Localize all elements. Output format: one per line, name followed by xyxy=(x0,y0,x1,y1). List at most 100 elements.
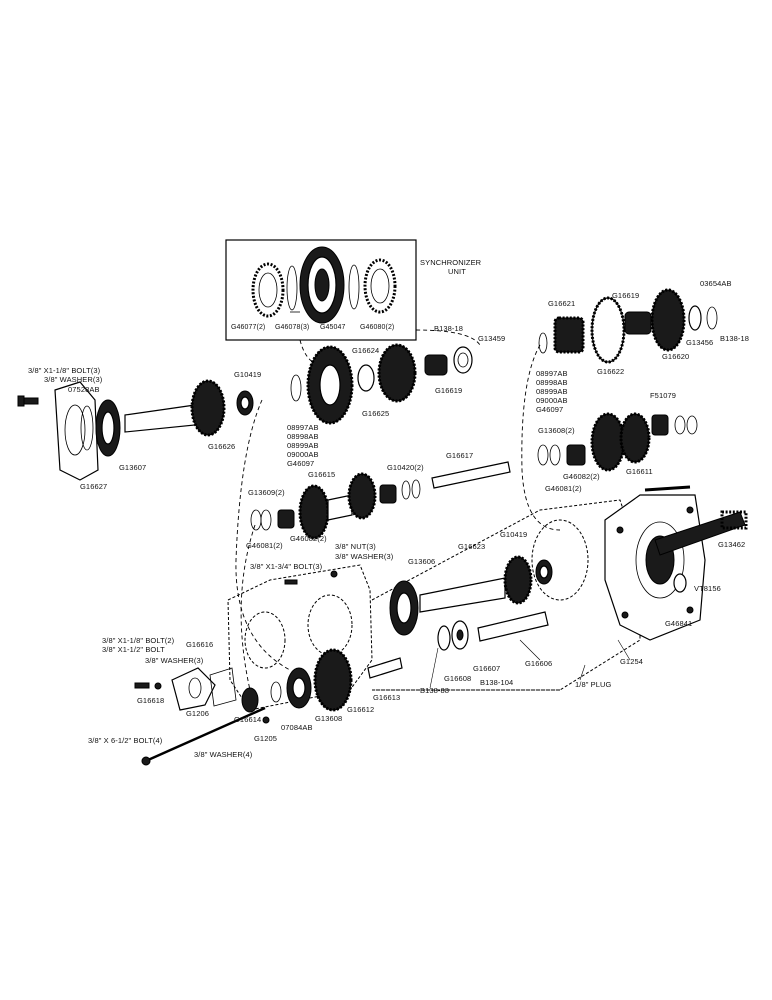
washer-g13608-right xyxy=(537,444,549,466)
snap-ring-shim1 xyxy=(290,374,302,402)
label-washer1: 3/8" WASHER(3) xyxy=(44,375,103,384)
mainshaft-upper-group xyxy=(290,343,473,425)
label-g16625: G16625 xyxy=(362,409,389,418)
label-washer4: 3/8" WASHER(4) xyxy=(194,750,253,759)
mainshaft-group xyxy=(389,555,553,651)
gear-g16621 xyxy=(554,317,584,353)
label-washer3: 3/8" WASHER(3) xyxy=(145,656,204,665)
washer-g13609 xyxy=(250,509,262,531)
label-g16615: G16615 xyxy=(308,470,335,479)
seal-vt8156 xyxy=(673,573,687,593)
label-g16617: G16617 xyxy=(446,451,473,460)
label-g13608b: G13608 xyxy=(315,714,342,723)
bearing-f51079 xyxy=(651,414,669,436)
label-shim1-4: G46097 xyxy=(287,459,314,468)
label-nut: 3/8" NUT(3) xyxy=(335,542,376,551)
rear-cover-group xyxy=(604,485,748,641)
label-g46841: G46841 xyxy=(665,619,692,628)
label-g16614: G16614 xyxy=(234,715,261,724)
mainshaft-g16623 xyxy=(419,577,506,613)
label-g46078: G46078(3) xyxy=(275,324,309,331)
label-shim1-0: 08997AB xyxy=(287,423,319,432)
bearing-g46082-right xyxy=(566,444,586,466)
label-g16613: G16613 xyxy=(373,693,400,702)
gasket-g16616 xyxy=(209,667,237,707)
label-shim1-2: 08999AB xyxy=(287,441,319,450)
label-g16623: G16623 xyxy=(458,542,485,551)
label-bolt4: 3/8" X1-1/2" BOLT xyxy=(102,645,165,654)
label-g46080: G46080(2) xyxy=(360,324,394,331)
label-g16618: G16618 xyxy=(137,696,164,705)
label-g16608: G16608 xyxy=(444,674,471,683)
label-shim2-3: 09000AB xyxy=(536,396,568,405)
label-bolt5: 3/8" X 6-1/2" BOLT(4) xyxy=(88,736,163,745)
shim-list-2: 08997AB 08998AB 08999AB 09000AB G46097 xyxy=(536,369,568,414)
label-shim1-3: 09000AB xyxy=(287,450,319,459)
transmission-case xyxy=(227,499,641,711)
label-b138-104: B138-104 xyxy=(480,678,513,687)
synchro-spring-left xyxy=(286,265,298,311)
label-g16624: G16624 xyxy=(352,346,379,355)
label-bolt3: 3/8" X1-1/8" BOLT(2) xyxy=(102,636,175,645)
label-g10419b: G10419 xyxy=(500,530,527,539)
long-bolt xyxy=(147,706,266,762)
plug-g1205 xyxy=(262,716,270,724)
nut-icon xyxy=(330,570,338,578)
label-b138-88: B138-88 xyxy=(420,686,449,695)
label-07084: 07084AB xyxy=(281,723,313,732)
label-g16619b: G16619 xyxy=(612,291,639,300)
shim-list-1: 08997AB 08998AB 08999AB 09000AB G46097 xyxy=(287,423,319,468)
snap-ring-03654 xyxy=(706,306,718,330)
label-g46077: G46077(2) xyxy=(231,324,265,331)
synchro-spring-right xyxy=(348,264,360,310)
label-g16627: G16627 xyxy=(80,482,107,491)
label-g13456: G13456 xyxy=(686,338,713,347)
label-g45047: G45047 xyxy=(320,324,346,331)
label-g13606: G13606 xyxy=(408,557,435,566)
label-03654: 03654AB xyxy=(700,279,732,288)
synchro-title-1: SYNCHRONIZER xyxy=(420,258,482,267)
label-g46082a: G46082(2) xyxy=(563,472,600,481)
label-washer2: 3/8" WASHER(3) xyxy=(335,552,394,561)
label-bolt2: 3/8" X1-3/4" BOLT(3) xyxy=(250,562,323,571)
label-g13608a: G13608(2) xyxy=(538,426,575,435)
label-g16606: G16606 xyxy=(525,659,552,668)
washer-g16625 xyxy=(357,364,375,392)
shaft-g16617 xyxy=(431,461,511,489)
label-bolt1: 3/8" X1-1/8" BOLT(3) xyxy=(28,366,101,375)
label-g16607: G16607 xyxy=(473,664,500,673)
label-g1205: G1205 xyxy=(254,734,277,743)
cap-g1206 xyxy=(171,667,216,711)
washer-07084 xyxy=(270,681,282,703)
label-plug: 1/8" PLUG xyxy=(575,680,612,689)
countershaft-g16606 xyxy=(477,611,549,642)
synchro-ring-left xyxy=(251,262,285,318)
synchronizer-inset: SYNCHRONIZER UNIT G46077(2) G46078(3) G4… xyxy=(225,239,482,341)
label-g16620: G16620 xyxy=(662,352,689,361)
input-shaft xyxy=(124,404,196,433)
label-b138-18a: B138-18 xyxy=(434,324,463,333)
label-g13462: G13462 xyxy=(718,540,745,549)
washer-g13456 xyxy=(688,305,702,331)
bearing-g10420 xyxy=(379,484,397,504)
label-g16619a: G16619 xyxy=(435,386,462,395)
label-g10420: G10420(2) xyxy=(387,463,424,472)
label-g10419a: G10419 xyxy=(234,370,261,379)
label-g16626: G16626 xyxy=(208,442,235,451)
label-shim2-1: 08998AB xyxy=(536,378,568,387)
bearing-g13459 xyxy=(453,346,473,374)
bolt-lower-left xyxy=(134,682,150,689)
idler-group xyxy=(250,461,511,540)
shaft-g16613 xyxy=(367,657,403,679)
label-shim2-0: 08997AB xyxy=(536,369,568,378)
bearing-g16619-right xyxy=(624,311,652,335)
label-g13609: G13609(2) xyxy=(248,488,285,497)
label-07528: 07528AB xyxy=(68,385,100,394)
label-g16622: G16622 xyxy=(597,367,624,376)
label-shim2-4: G46097 xyxy=(536,405,563,414)
lower-left-group xyxy=(134,648,403,766)
label-shim2-2: 08999AB xyxy=(536,387,568,396)
bearing-g16619-upper xyxy=(424,354,448,376)
label-g13459: G13459 xyxy=(478,334,505,343)
label-g46082b: G46082(2) xyxy=(290,534,327,543)
